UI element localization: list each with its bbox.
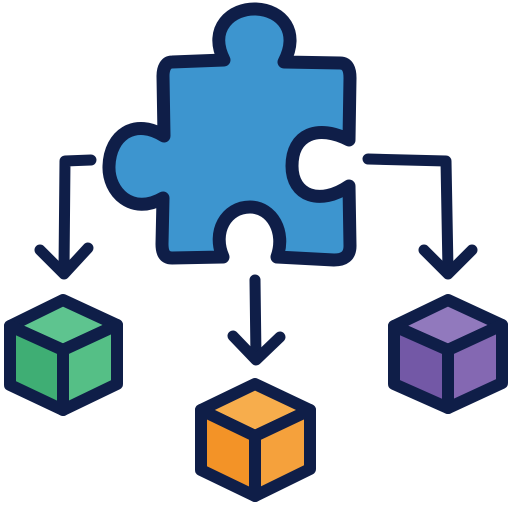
arrow-down-center-icon [227, 274, 286, 366]
cube-orange-icon [195, 378, 316, 502]
cube-green-icon [4, 294, 123, 416]
puzzle-piece-icon [102, 2, 357, 267]
cube-purple-icon [388, 294, 508, 414]
arrow-down-left-icon [34, 154, 97, 280]
arrow-down-right-icon [362, 153, 478, 280]
